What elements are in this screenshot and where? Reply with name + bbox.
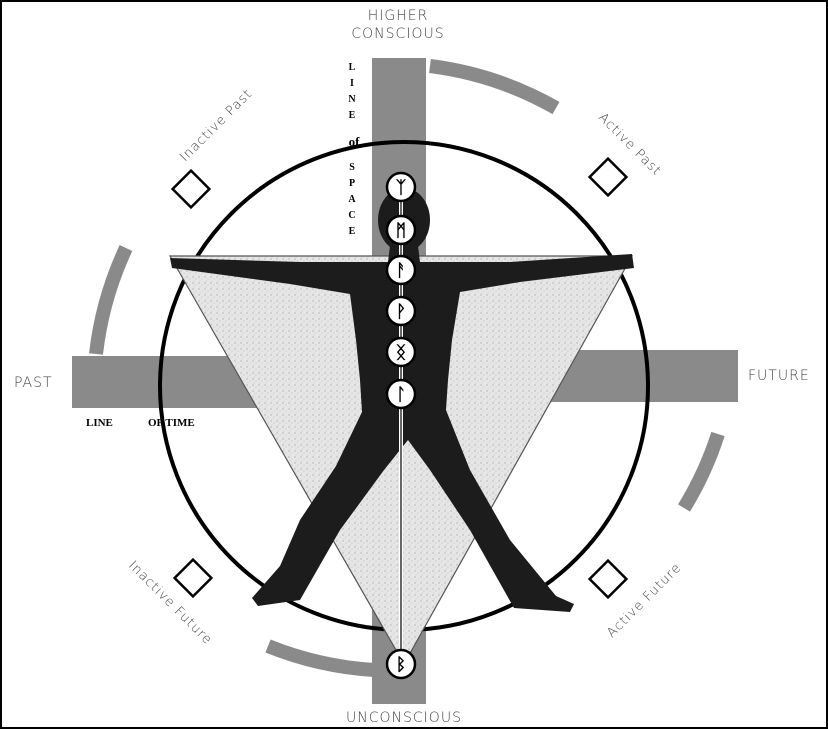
bar-future [548,350,738,402]
square-inactive-past [173,171,210,208]
line-of-space-letter: E [349,226,356,237]
label-higher: HIGHER [368,8,429,24]
square-active-future [590,561,627,598]
line-of-space-letter: L [349,62,356,73]
line-of-space-letter: S [349,162,355,173]
rune-glyph: ᚹ [396,302,406,322]
square-inactive-future [175,560,212,597]
rune-glyph: ᚨ [396,261,406,281]
square-active-past [590,159,627,196]
label-inactive-past: Inactive Past [177,86,255,164]
line-of-space-letter: A [348,194,356,205]
rune-glyph: ᛉ [396,178,407,198]
rune-glyph: ᛚ [396,385,406,405]
label-line-time-1: LINE [86,417,113,429]
label-conscious: CONSCIOUS [351,26,444,42]
arc-top-right [430,66,556,108]
line-of-space-letter: P [349,178,355,189]
arc-right-lower [684,434,718,508]
line-of-space-letter: I [350,78,354,89]
rune-glyph: ᛒ [396,655,406,675]
label-line-time-2: OF TIME [148,417,195,429]
rune-glyph: ᛝ [396,343,406,363]
label-future: FUTURE [748,368,810,384]
label-unconscious: UNCONSCIOUS [346,710,462,726]
line-of-space-letter: E [349,110,356,121]
rune-glyph: ᛗ [396,221,406,241]
label-past: PAST [14,375,53,391]
arc-bottom-left [268,646,374,670]
line-of-space-letter: N [348,94,356,105]
arc-left-upper [96,248,126,354]
line-of-space-letter: of [349,134,361,149]
line-of-space-letter: C [348,210,355,221]
